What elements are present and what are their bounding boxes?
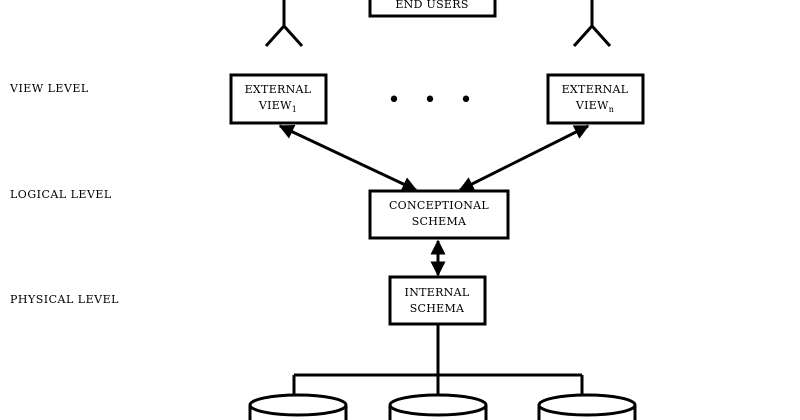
storage-connector (292, 324, 584, 396)
database-3-icon (537, 393, 637, 420)
end-users-label: END USERS (395, 0, 468, 11)
external-view-1-line1: EXTERNAL (245, 83, 312, 96)
external-view-1-box: EXTERNAL VIEW1 (229, 73, 328, 125)
user-figure-right-icon (572, 0, 612, 48)
conceptual-schema-line2: SCHEMA (412, 215, 467, 228)
external-view-n-line1: EXTERNAL (562, 83, 629, 96)
physical-level-label: PHYSICAL LEVEL (10, 293, 119, 306)
arrow-view1-conceptual (278, 124, 418, 192)
logical-level-label: LOGICAL LEVEL (10, 188, 112, 201)
external-view-1-line2: VIEW1 (258, 99, 297, 114)
internal-schema-line2: SCHEMA (410, 302, 465, 315)
arrow-viewn-conceptual (458, 124, 590, 192)
external-view-n-line2: VIEWn (575, 99, 614, 114)
internal-schema-line1: INTERNAL (405, 286, 470, 299)
end-users-box: END USERS (368, 0, 497, 18)
view-level-label: VIEW LEVEL (9, 82, 89, 95)
conceptual-schema-line1: CONCEPTIONAL (389, 199, 489, 212)
internal-schema-box: INTERNAL SCHEMA (388, 275, 487, 326)
external-view-n-box: EXTERNAL VIEWn (546, 73, 645, 125)
database-2-icon (388, 393, 488, 420)
ellipsis: • • • (388, 88, 481, 113)
conceptual-schema-box: CONCEPTIONAL SCHEMA (368, 189, 510, 240)
user-figure-left-icon (264, 0, 304, 48)
database-1-icon (248, 393, 348, 420)
